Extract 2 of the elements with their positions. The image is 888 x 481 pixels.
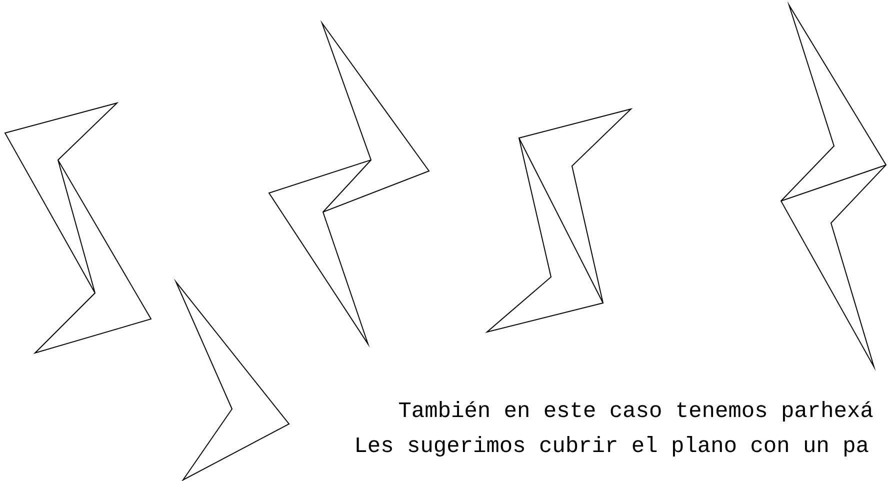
text-line: Les sugerimos cubrir el plano con un pa bbox=[356, 436, 868, 457]
text-line: También en este caso tenemos parhexá bbox=[399, 401, 873, 422]
